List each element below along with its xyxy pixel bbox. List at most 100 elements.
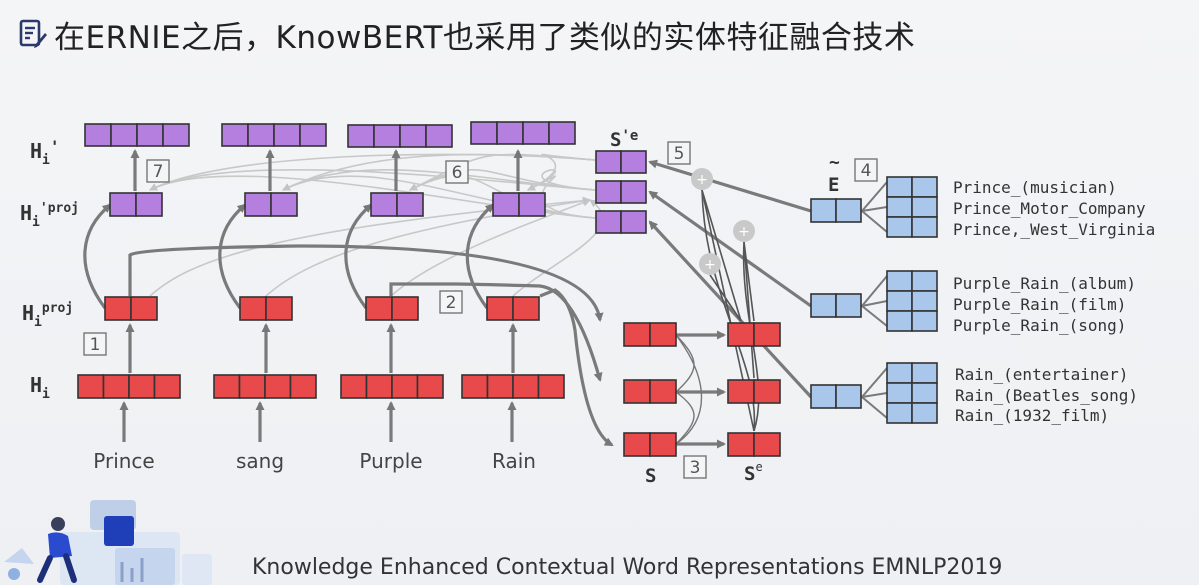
hi-prime-block-2-cell — [373, 124, 401, 148]
hi-prime-proj-block-2 — [370, 192, 424, 217]
e-tilde-2-cell — [810, 384, 837, 409]
entity-embedding-0-cell — [911, 176, 938, 198]
arrow-etilde-sprime-0 — [648, 159, 812, 213]
entity-embedding-2-cell — [886, 382, 913, 404]
hi-proj-block-3-cell — [512, 296, 540, 321]
s-span-1 — [623, 379, 677, 404]
hi-prime-block-2-cell — [347, 124, 375, 148]
hi-prime-block-3 — [470, 121, 576, 145]
hi-prime-proj-block-0 — [109, 192, 163, 217]
hi-prime-proj-block-3-cell — [518, 192, 546, 217]
entity-3-3: Rain_(1932_film) — [955, 406, 1109, 425]
hi-block-0-cell — [153, 374, 181, 399]
svg-text:+: + — [738, 224, 750, 240]
se-span-1-cell — [727, 379, 755, 404]
e-tilde-1-cell — [810, 293, 837, 318]
hi-block-3-cell — [461, 374, 489, 399]
e-tilde-0-cell — [835, 198, 862, 223]
se-span-0-cell — [727, 322, 755, 347]
entity-candidates: Prince_(musician) Prince_Motor_Company P… — [953, 178, 1155, 425]
word-rain: Rain — [492, 449, 536, 473]
hi-proj-block-2 — [365, 296, 419, 321]
entity-pool-lines-2 — [860, 367, 888, 419]
e-tilde-0-cell — [810, 198, 837, 223]
s-span-0 — [623, 322, 677, 347]
step-3-box — [683, 455, 707, 479]
attn-10 — [409, 175, 596, 219]
entity-2-3: Purple_Rain_(song) — [953, 316, 1126, 335]
hi-prime-block-1-cell — [273, 123, 301, 147]
step-7-box — [146, 159, 170, 183]
step-6-box — [445, 160, 469, 184]
e-tilde-1-cell — [835, 293, 862, 318]
arrow-etilde-sprime-1 — [648, 190, 812, 308]
hi-block-3-cell — [512, 374, 540, 399]
entity-embedding-0 — [886, 176, 938, 238]
hi-block-2 — [340, 374, 444, 399]
hi-block-1-cell — [213, 374, 241, 399]
hi-block-2-cell — [391, 374, 419, 399]
flow-arrows — [83, 149, 888, 449]
add-node-3 — [699, 253, 721, 275]
entity-embedding-0-cell — [886, 196, 913, 218]
span-labels: S Se S'e ~ E — [610, 128, 840, 487]
entity-embedding-2-cell — [886, 362, 913, 384]
s-span-2 — [623, 432, 677, 457]
hi-proj-block-3 — [486, 296, 540, 321]
sprime-e-span-2-cell — [595, 210, 622, 234]
hi-prime-block-0-cell — [162, 123, 190, 147]
hi-proj-block-2-cell — [365, 296, 393, 321]
attn-9 — [282, 175, 596, 219]
entity-embedding-1-cell — [886, 290, 913, 312]
step-5: 5 — [674, 144, 685, 164]
label-se: Se — [744, 460, 763, 485]
entity-pool-lines-0 — [860, 181, 888, 233]
robot-illustration — [4, 500, 212, 585]
hi-proj-block-0-cell — [104, 296, 132, 321]
step-2-box — [439, 290, 463, 314]
step-1-box — [83, 332, 107, 356]
step-4-box — [854, 158, 878, 182]
hi-block-2-cell — [365, 374, 393, 399]
entity-embedding-2-cell — [886, 402, 913, 424]
e-tilde-2-cell — [835, 384, 862, 409]
word-purple: Purple — [359, 449, 422, 473]
hi-block-0-cell — [77, 374, 105, 399]
entity-embedding-0-cell — [911, 216, 938, 238]
se-span-1 — [727, 379, 781, 404]
se-span-1-cell — [753, 379, 781, 404]
s-span-0-cell — [649, 322, 677, 347]
step-6: 6 — [452, 163, 463, 183]
attn-7 — [527, 168, 596, 191]
step-numbers: 1 2 3 4 5 6 7 — [90, 144, 872, 478]
svg-text:+: + — [696, 172, 708, 188]
hi-prime-proj-block-3 — [492, 192, 546, 217]
step-markers — [83, 141, 878, 479]
attn-3 — [527, 153, 596, 191]
attn-5 — [282, 168, 596, 191]
entity-embedding-1-cell — [886, 270, 913, 292]
hi-proj-block-0 — [104, 296, 158, 321]
hi-prime-proj-block-2-cell — [396, 192, 424, 217]
paper-reference: Knowledge Enhanced Contextual Word Repre… — [252, 555, 1003, 580]
entity-3-1: Rain_(entertainer) — [955, 365, 1128, 384]
title-bar: 在ERNIE之后，KnowBERT也采用了类似的实体特征融合技术 — [18, 12, 915, 56]
label-hi-proj: Hiproj — [22, 301, 73, 330]
entity-embedding-1 — [886, 270, 938, 332]
entity-2-1: Purple_Rain_(album) — [953, 274, 1136, 293]
hi-prime-block-0-cell — [110, 123, 138, 147]
hi-proj-block-1 — [239, 296, 293, 321]
hi-block-2-cell — [340, 374, 368, 399]
arrow-span-purple — [389, 282, 603, 382]
embedding-blocks — [77, 121, 938, 457]
arrow-skip-1 — [218, 203, 247, 309]
step-2: 2 — [446, 293, 457, 313]
entity-2-2: Purple_Rain_(film) — [953, 295, 1126, 314]
hi-block-1-cell — [289, 374, 317, 399]
hi-prime-block-1-cell — [221, 123, 249, 147]
hi-proj-block-3-cell — [486, 296, 514, 321]
hi-prime-proj-block-0-cell — [135, 192, 163, 217]
person-head — [51, 517, 65, 531]
step-7: 7 — [153, 162, 164, 182]
entity-embedding-2-cell — [911, 362, 938, 384]
